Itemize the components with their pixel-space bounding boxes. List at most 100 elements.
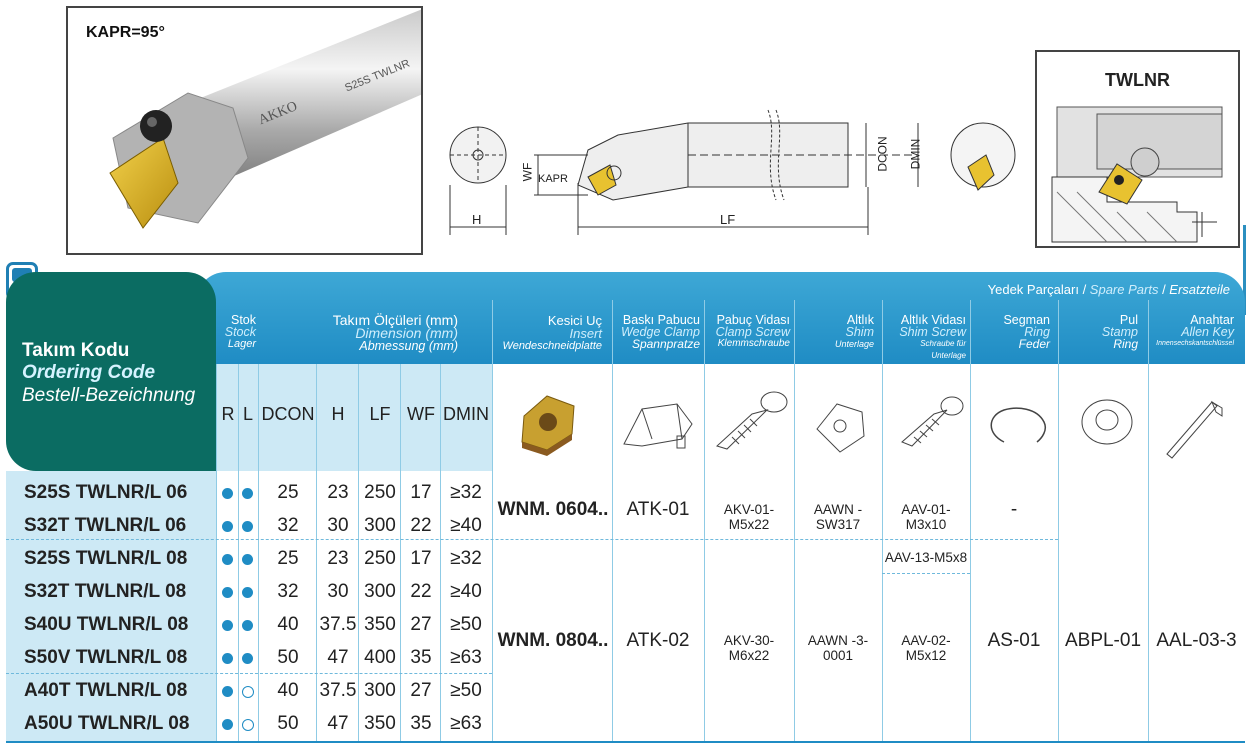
ordering-code-en: Ordering Code [22,362,156,383]
lf-label: LF [720,212,736,227]
clamp-screw-icon [716,391,788,450]
dmin-cell: ≥40 [450,515,482,536]
subheader-wf: WF [407,404,435,424]
stock-l-hollow-dot [242,686,254,698]
divider [400,364,401,741]
dimension-tr: Takım Ölçüleri (mm) [332,312,458,328]
wf-cell: 22 [410,515,432,536]
ring-06-cell: - [1010,499,1018,520]
shim-tr: Altlık [846,313,874,327]
wedge-08-cell: ATK-02 [626,630,690,651]
divider [794,300,795,741]
stamp-header: Pul Stamp Ring [1060,314,1138,350]
dcon-cell: 25 [277,548,299,569]
subheader-dmin: DMIN [443,404,489,424]
clamp-screw-header: Pabuç Vidası Clamp Screw Klemmschraube [706,314,790,350]
insert-06-cell: WNM. 0604.. [497,499,609,520]
spare-parts-de: Ersatzteile [1169,282,1230,297]
stock-l-filled-dot [242,653,253,664]
clamp-screw-08-cell: AKV-30-M6x22 [723,633,775,663]
dimension-header: Takım Ölçüleri (mm) Dimension (mm) Abmes… [262,312,458,353]
spare-parts-title: Yedek Parçaları / Spare Parts / Ersatzte… [610,282,1230,297]
allen-key-icon [1166,400,1223,459]
h-cell: 47 [327,647,349,668]
shim-screw-header: Altlık Vidası Shim Screw Schraube für Un… [884,314,966,362]
stamp-cell: ABPL-01 [1064,630,1142,651]
product-photo: KAPR=95° AKKO S25S TWLNR [66,6,423,255]
ordering-code-de: Bestell-Bezeichnung [22,385,196,406]
subheader-h: H [331,404,345,424]
wf-cell: 35 [410,647,432,668]
key-en: Allen Key [1181,325,1234,339]
separator: / [1158,282,1170,297]
ring-de: Feder [1018,337,1050,351]
lf-cell: 400 [364,647,396,668]
wedge-clamp-icon [623,403,693,449]
h-cell: 47 [327,713,349,734]
divider [238,364,239,741]
clamp-screw-06-cell: AKV-01-M5x22 [723,502,775,532]
divider [612,300,613,741]
spare-parts-tr: Yedek Parçaları [987,282,1079,297]
lf-cell: 300 [364,680,396,701]
stock-l-hollow-dot [242,719,254,731]
divider [492,300,493,741]
group-separator [882,573,970,574]
dmin-cell: ≥32 [450,548,482,569]
dmin-cell: ≥50 [450,680,482,701]
shim-screw-08b-cell: AAV-02-M5x12 [901,633,951,663]
lf-cell: 350 [364,713,396,734]
stock-r-filled-dot [222,686,233,697]
divider [704,300,705,741]
divider [1058,300,1059,741]
stock-en: Stock [224,325,256,339]
insert-tr: Kesici Uç [547,313,602,328]
dcon-cell: 32 [277,581,299,602]
subheader-l: L [242,404,253,424]
divider [440,364,441,741]
divider [216,364,217,741]
stock-r-filled-dot [222,653,233,664]
codes-column-bg [6,471,216,741]
insert-header: Kesici Uç Insert Wendeschneidplatte [494,314,602,353]
technical-drawing: WF KAPR H LF DCON DMIN [438,95,1018,245]
stock-r-filled-dot [222,719,233,730]
insert-de: Wendeschneidplatte [502,340,602,352]
dimension-de: Abmessung (mm) [359,339,458,353]
wf-cell: 27 [410,614,432,635]
h-cell: 30 [327,581,349,602]
ring-header: Segman Ring Feder [972,314,1050,350]
stock-l-filled-dot [242,521,253,532]
key-tr: Anahtar [1190,313,1234,327]
divider [1148,300,1149,741]
stamp-en: Stamp [1101,325,1138,339]
dmin-cell: ≥32 [450,482,482,503]
divider [258,364,259,741]
subheader-lf: LF [369,404,391,424]
boring-bar-photo [109,9,421,229]
shim-screw-tr: Altlık Vidası [900,313,966,327]
wedge-06-cell: ATK-01 [626,499,690,520]
shim-screw-en: Shim Screw [899,325,966,339]
dcon-cell: 50 [277,713,299,734]
shim-screw-08a-cell: AAV-13-M5x8 [884,550,968,565]
subheader-r: R [221,404,235,424]
stock-l-filled-dot [242,620,253,631]
ring-08-cell: AS-01 [987,630,1041,651]
dmin-cell: ≥50 [450,614,482,635]
stock-de: Lager [227,338,256,350]
ring-tr: Segman [1003,313,1050,327]
h-cell: 30 [327,515,349,536]
stock-l-filled-dot [242,587,253,598]
ordering-code-cell: A50U TWLNR/L 08 [24,713,190,734]
wedge-tr: Baskı Pabucu [622,313,700,327]
stamp-washer-icon [1081,399,1133,445]
ordering-code-panel [6,272,216,471]
h-cell: 37.5 [319,614,357,635]
insert-en: Insert [569,326,602,341]
divider [316,364,317,741]
shim-header: Altlık Shim Unterlage [796,314,874,350]
ring-en: Ring [1024,325,1050,339]
shim-06-cell: AAWN -SW317 [813,502,863,532]
lf-cell: 250 [364,548,396,569]
